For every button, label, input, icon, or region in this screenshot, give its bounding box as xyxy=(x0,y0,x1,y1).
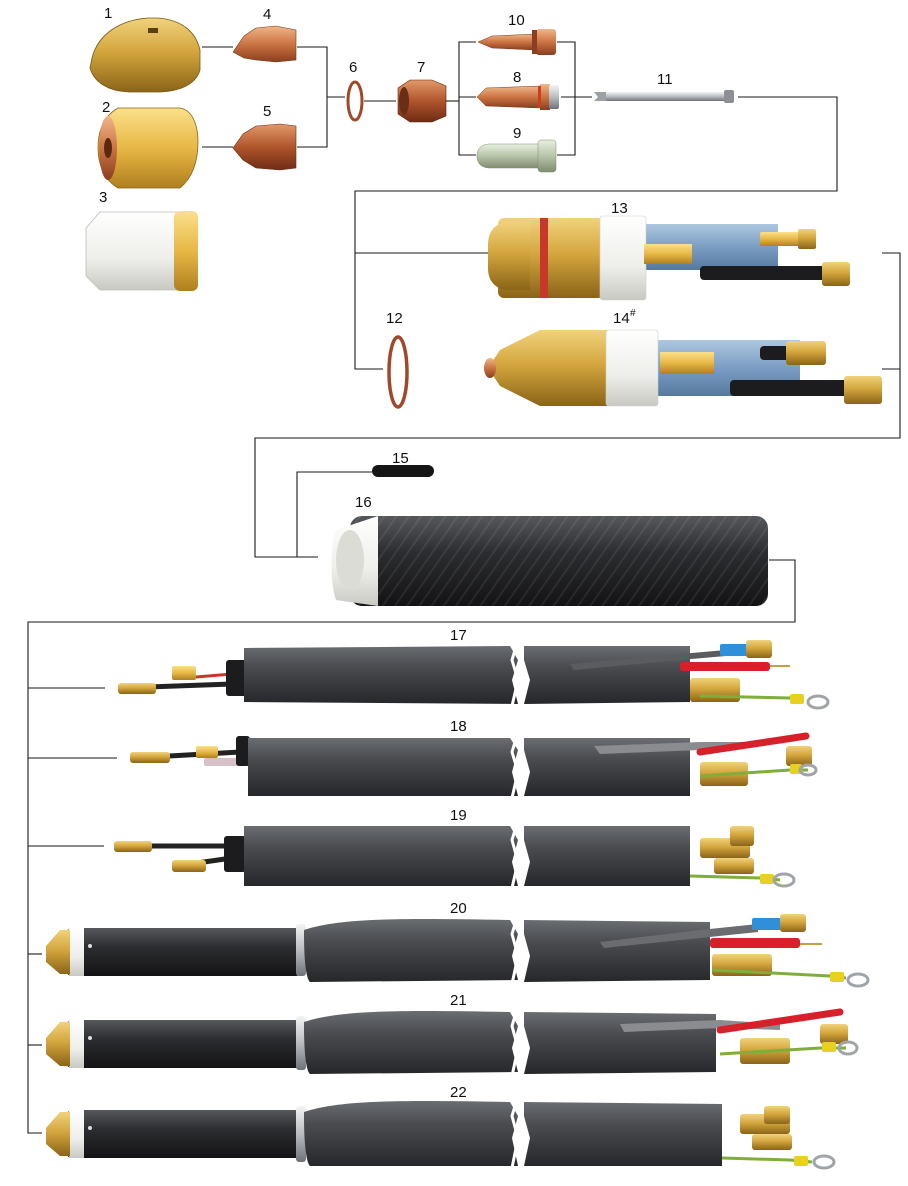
connector-lines xyxy=(27,41,901,1134)
part-8-electrode xyxy=(476,84,559,110)
callout-16: 16 xyxy=(355,494,372,511)
part-22-complete-torch xyxy=(46,1101,836,1170)
callout-12: 12 xyxy=(386,310,403,327)
callout-3: 3 xyxy=(99,189,107,206)
callout-7: 7 xyxy=(417,59,425,76)
part-6-o-ring xyxy=(346,80,364,122)
callout-4: 4 xyxy=(263,6,271,23)
part-12-o-ring xyxy=(387,335,409,409)
callout-20: 20 xyxy=(450,900,467,917)
callout-21: 21 xyxy=(450,992,467,1009)
callout-17: 17 xyxy=(450,627,467,644)
callout-2: 2 xyxy=(102,99,110,116)
part-16-handle xyxy=(331,516,768,606)
callout-19: 19 xyxy=(450,807,467,824)
callout-1: 1 xyxy=(104,5,112,22)
part-11-gas-tube xyxy=(594,90,734,103)
callout-15: 15 xyxy=(392,450,409,467)
hose-break-marks xyxy=(510,639,520,1169)
callout-22: 22 xyxy=(450,1084,467,1101)
part-10-electrode xyxy=(477,29,556,55)
callout-9: 9 xyxy=(513,125,521,142)
part-7-swirl-ring xyxy=(397,79,447,123)
part-20-complete-torch xyxy=(46,914,870,988)
callout-13: 13 xyxy=(611,200,628,217)
part-1-shield-cap xyxy=(89,17,201,93)
callout-18: 18 xyxy=(450,718,467,735)
part-4-nozzle xyxy=(232,25,297,63)
part-14-torch-head xyxy=(484,329,882,407)
callout-5: 5 xyxy=(263,103,271,120)
callout-6: 6 xyxy=(349,59,357,76)
callout-8: 8 xyxy=(513,69,521,86)
part-13-torch-head xyxy=(488,215,850,301)
part-5-nozzle xyxy=(232,123,297,171)
part-19-cable-assembly xyxy=(114,826,796,888)
callout-numbers: 1 2 3 4 5 6 7 8 9 10 11 12 13 14 # 15 16… xyxy=(99,5,673,1101)
callout-14-mark: # xyxy=(630,308,636,319)
part-18-cable-assembly xyxy=(130,732,818,796)
part-3-insulator xyxy=(85,211,198,291)
part-17-cable-assembly xyxy=(118,640,830,710)
callout-11: 11 xyxy=(657,71,673,88)
callout-14: 14 xyxy=(613,310,630,327)
part-21-complete-torch xyxy=(46,1008,859,1074)
callout-10: 10 xyxy=(508,12,525,29)
part-9-electrode-silver xyxy=(476,139,557,173)
part-15-seal xyxy=(372,465,434,477)
part-2-shield-cap-copper xyxy=(97,107,199,189)
